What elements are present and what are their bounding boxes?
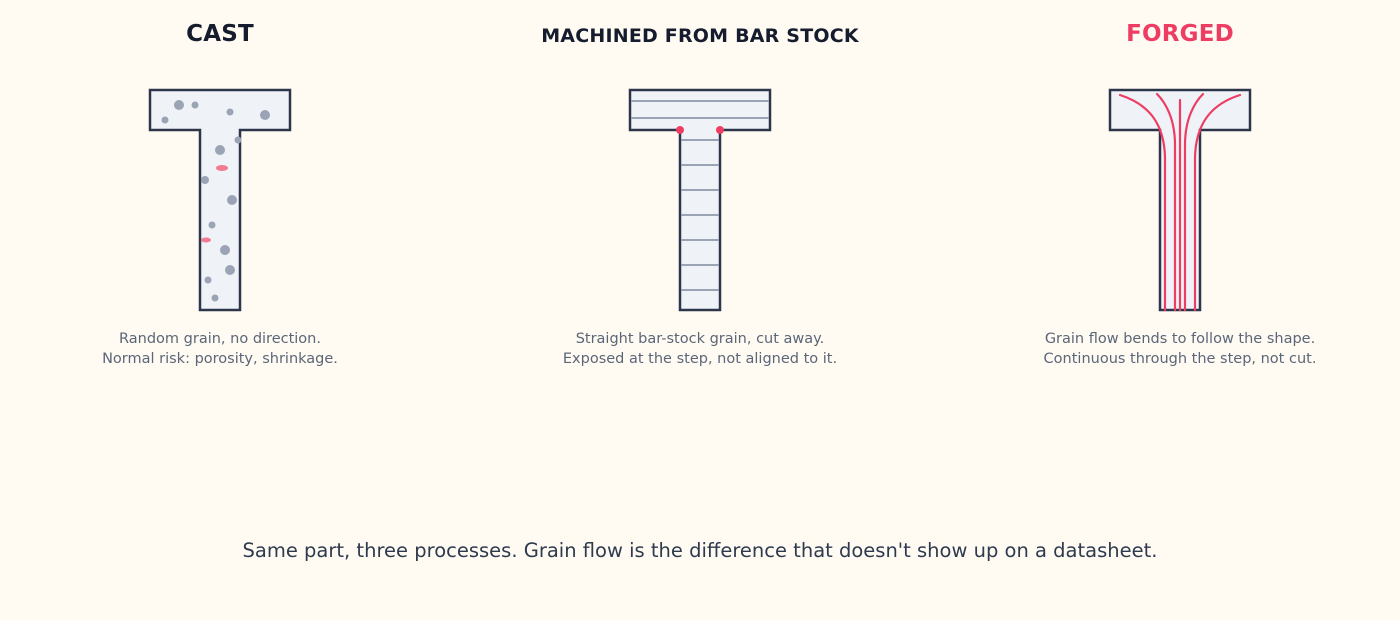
- cast-title: CAST: [186, 21, 254, 47]
- cast-t-part: [148, 88, 292, 312]
- forged-caption-line2: Continuous through the step, not cut.: [1043, 351, 1317, 367]
- cast-caption-line2: Normal risk: porosity, shrinkage.: [102, 351, 338, 367]
- forged-diagram: [1108, 88, 1252, 312]
- machined-exposed-grain-points: [676, 126, 724, 134]
- machined-caption: Straight bar-stock grain, cut away. Expo…: [470, 329, 930, 369]
- cast-caption-line1: Random grain, no direction.: [119, 331, 321, 347]
- cast-porosity-dots: [161, 100, 270, 302]
- forged-grain-flow-lines: [1118, 92, 1242, 312]
- machined-t-part: [628, 88, 772, 312]
- footer-summary: Same part, three processes. Grain flow i…: [242, 539, 1158, 562]
- forged-title: FORGED: [1126, 21, 1234, 47]
- cast-shrinkage-marks: [201, 165, 228, 243]
- machined-caption-line2: Exposed at the step, not aligned to it.: [562, 351, 838, 367]
- forged-caption-line1: Grain flow bends to follow the shape.: [1044, 331, 1316, 347]
- machined-caption-line1: Straight bar-stock grain, cut away.: [575, 331, 825, 347]
- machined-grain-lines: [631, 100, 769, 291]
- forged-caption: Grain flow bends to follow the shape. Co…: [950, 329, 1400, 369]
- cast-diagram: [148, 88, 292, 312]
- machined-diagram: [628, 88, 772, 312]
- cast-caption: Random grain, no direction. Normal risk:…: [0, 329, 450, 369]
- machined-title: MACHINED FROM BAR STOCK: [541, 25, 859, 47]
